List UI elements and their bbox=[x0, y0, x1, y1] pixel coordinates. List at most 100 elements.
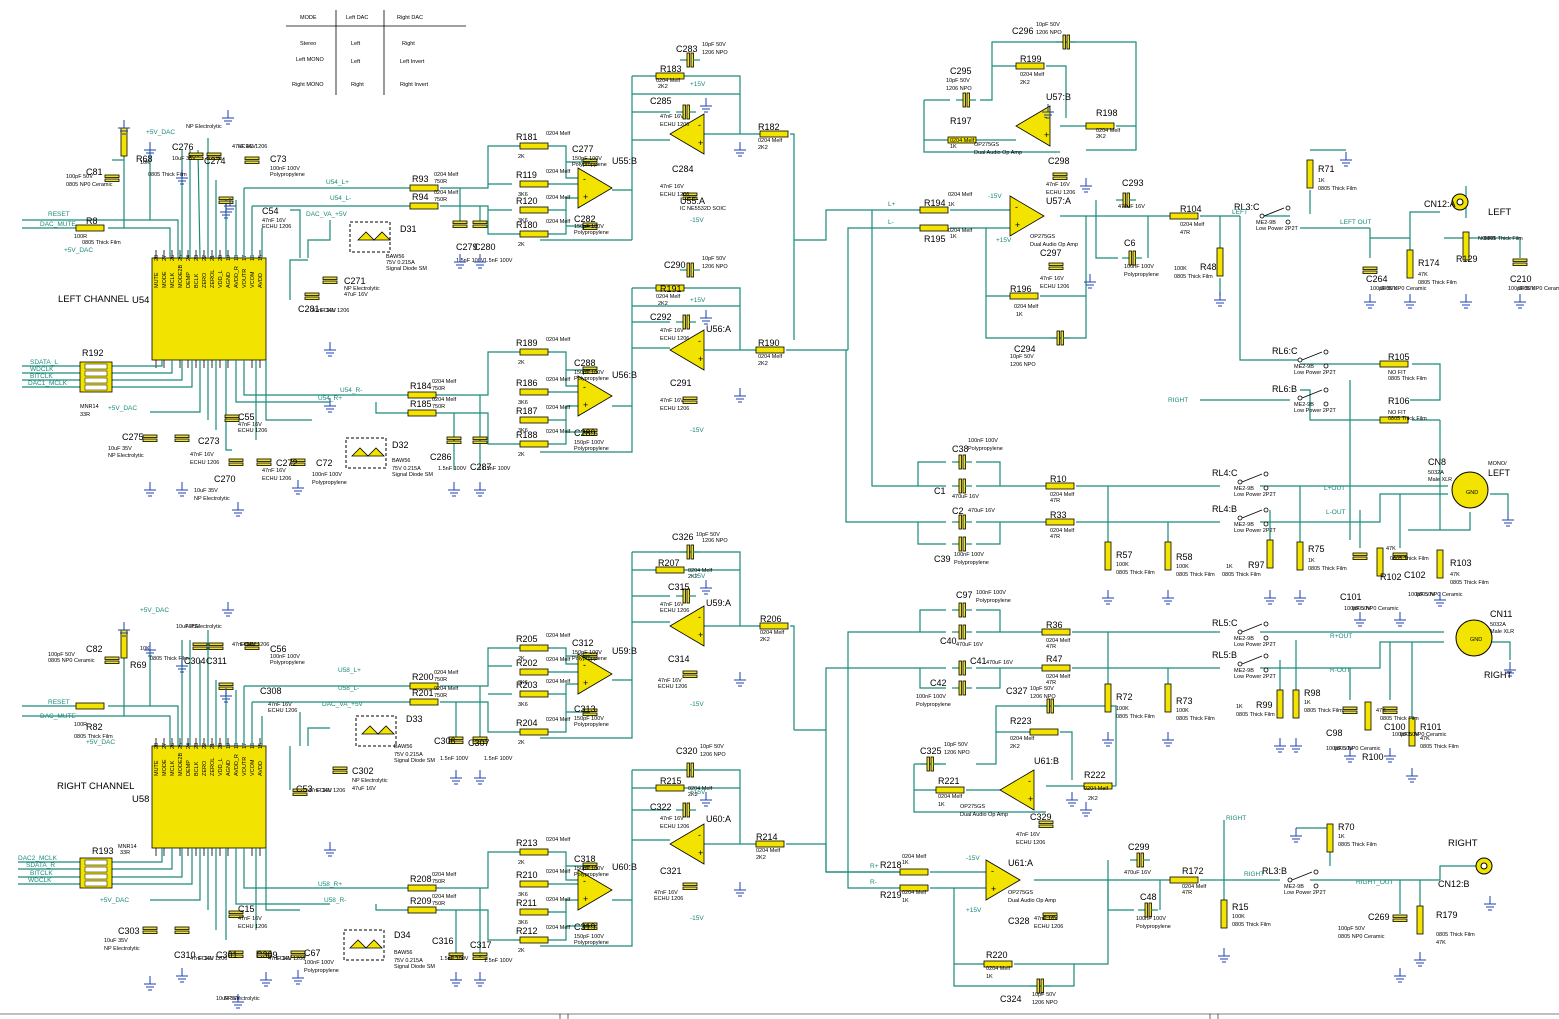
net-wdclk: WDCLK bbox=[30, 366, 54, 373]
r174-ref: R174 bbox=[1418, 258, 1440, 268]
net-m15v: -15V bbox=[690, 915, 704, 922]
r197-ref: R197 bbox=[950, 116, 972, 126]
c15-ref: C15 bbox=[238, 904, 255, 914]
r185-resistor bbox=[407, 409, 437, 417]
r182-value: 0204 Melf bbox=[758, 138, 783, 144]
r57-spec: 0805 Thick Film bbox=[1116, 570, 1155, 576]
c264-value: 100pF 50V bbox=[1370, 286, 1397, 292]
svg-text:GND: GND bbox=[1466, 490, 1478, 496]
r58-ref: R58 bbox=[1176, 552, 1193, 562]
c97-value: 100nF 100V bbox=[976, 590, 1006, 596]
c310-ref: C310 bbox=[174, 950, 196, 960]
r191-spec: 2K2 bbox=[658, 301, 668, 307]
r200-ref: R200 bbox=[412, 672, 434, 682]
r204-resistor bbox=[519, 728, 549, 736]
r184-spec: 750R bbox=[432, 386, 445, 392]
u55b-opamp bbox=[577, 167, 613, 209]
dac-pin-number: 20 bbox=[218, 255, 224, 261]
c329-ref: C329 bbox=[1030, 812, 1052, 822]
r183-resistor bbox=[655, 72, 685, 80]
dac-pin-number: 24 bbox=[186, 255, 192, 261]
c282-cap-plate bbox=[582, 226, 598, 230]
r197-spec: 1K bbox=[950, 144, 957, 150]
r203-ref: R203 bbox=[516, 680, 538, 690]
u55a-opamp bbox=[669, 113, 705, 155]
c324-value: 10pF 50V bbox=[1032, 992, 1056, 998]
c81-spec: 0805 NP0 Ceramic bbox=[66, 182, 113, 188]
dac-pin-number: 16 bbox=[250, 255, 256, 261]
c297-spec: ECHU 1206 bbox=[1040, 284, 1069, 290]
c319-spec: Polypropylene bbox=[574, 940, 609, 946]
c72-value: 100nF 100V bbox=[312, 472, 342, 478]
c67-cap-plate bbox=[290, 950, 306, 954]
dac-pin-number: 23 bbox=[194, 743, 200, 749]
c264-ref: C264 bbox=[1366, 274, 1388, 284]
r93-ref: R93 bbox=[412, 174, 429, 184]
left-channel-title: LEFT CHANNEL bbox=[58, 294, 129, 305]
c316-cap-plate bbox=[448, 952, 464, 956]
r105-spec: 0805 Thick Film bbox=[1388, 376, 1427, 382]
dac-pin-name: AVDD bbox=[258, 761, 264, 776]
r220-ref: R220 bbox=[986, 950, 1008, 960]
c292-cap-plate bbox=[682, 314, 686, 330]
rca-connector-cn12b: CN12:B RIGHT bbox=[1438, 838, 1493, 889]
c100-ref: C100 bbox=[1384, 722, 1406, 732]
c100-value: 100pF 50V bbox=[1392, 732, 1419, 738]
r190-resistor bbox=[755, 346, 785, 354]
c288-spec: Polypropylene bbox=[574, 376, 609, 382]
r75-value: 1K bbox=[1308, 558, 1315, 564]
rl3-c-ref: RL3:C bbox=[1234, 202, 1260, 212]
rl3b-contact bbox=[1287, 877, 1293, 883]
c320-value: 10pF 50V bbox=[700, 744, 724, 750]
c287-cap-plate bbox=[472, 436, 488, 440]
r101-resistor bbox=[1408, 717, 1416, 747]
rl4-b-value: ME2-9B bbox=[1234, 522, 1254, 528]
r185-value: 0204 Melf bbox=[432, 397, 457, 403]
c321-cap-plate bbox=[682, 886, 698, 890]
svg-text:+: + bbox=[698, 848, 703, 858]
c82-value: 100pF 50V bbox=[48, 652, 75, 658]
r201-ref: R201 bbox=[412, 688, 434, 698]
c42-ref: C42 bbox=[930, 678, 947, 688]
u61-a-ref: U61:A bbox=[1008, 858, 1033, 868]
c72-cap-plate bbox=[290, 462, 306, 466]
net-lp: L+ bbox=[888, 201, 896, 208]
c319-cap-plate bbox=[582, 922, 598, 926]
r119-resistor bbox=[519, 180, 549, 188]
c328-value: 47nF 16V bbox=[1034, 916, 1058, 922]
c321-spec: ECHU 1206 bbox=[654, 896, 683, 902]
dac-pin-name: ZEROL bbox=[210, 758, 216, 776]
dac-pin-number: 15 bbox=[258, 743, 264, 749]
c288-ref: C288 bbox=[574, 358, 596, 368]
mode-row-stereo: Stereo bbox=[300, 41, 316, 47]
net-reset: RESET bbox=[48, 211, 70, 218]
dac-u54-ref: U54 bbox=[132, 295, 149, 306]
net-u54-rp: U54_R+ bbox=[318, 395, 342, 402]
dac-pin-number: 20 bbox=[218, 743, 224, 749]
mode-row-cell: Right Invert bbox=[400, 82, 429, 88]
c304-spec: NP Electrolytic bbox=[186, 624, 222, 630]
r69-value: 10K bbox=[140, 646, 150, 652]
r48-value: 100K bbox=[1174, 266, 1187, 272]
c306-cap-plate bbox=[448, 736, 464, 740]
c270-cap-plate bbox=[228, 462, 244, 466]
r210-spec: 3K6 bbox=[518, 892, 528, 898]
c289-value: 150pF 100V bbox=[574, 440, 604, 446]
r120-resistor bbox=[519, 206, 549, 214]
c326-cap-plate bbox=[686, 544, 690, 560]
c327-ref: C327 bbox=[1006, 686, 1028, 696]
c297-value: 47nF 16V bbox=[1040, 276, 1064, 282]
c272-value: 47nF 16V bbox=[262, 468, 286, 474]
c314-ref: C314 bbox=[668, 654, 690, 664]
dac-pin-number: 25 bbox=[178, 255, 184, 261]
c270-ref: C270 bbox=[214, 474, 236, 484]
svg-text:-: - bbox=[698, 612, 701, 622]
net-sdata-l: SDATA_L bbox=[30, 359, 58, 366]
u61-a-spec: Dual Audio Op Amp bbox=[1008, 898, 1056, 904]
c303-cap-plate bbox=[142, 930, 158, 934]
svg-text:Signal Diode SM: Signal Diode SM bbox=[394, 964, 435, 970]
c282-cap-plate bbox=[582, 222, 598, 226]
r182-ref: R182 bbox=[758, 122, 780, 132]
r172-ref: R172 bbox=[1182, 866, 1204, 876]
